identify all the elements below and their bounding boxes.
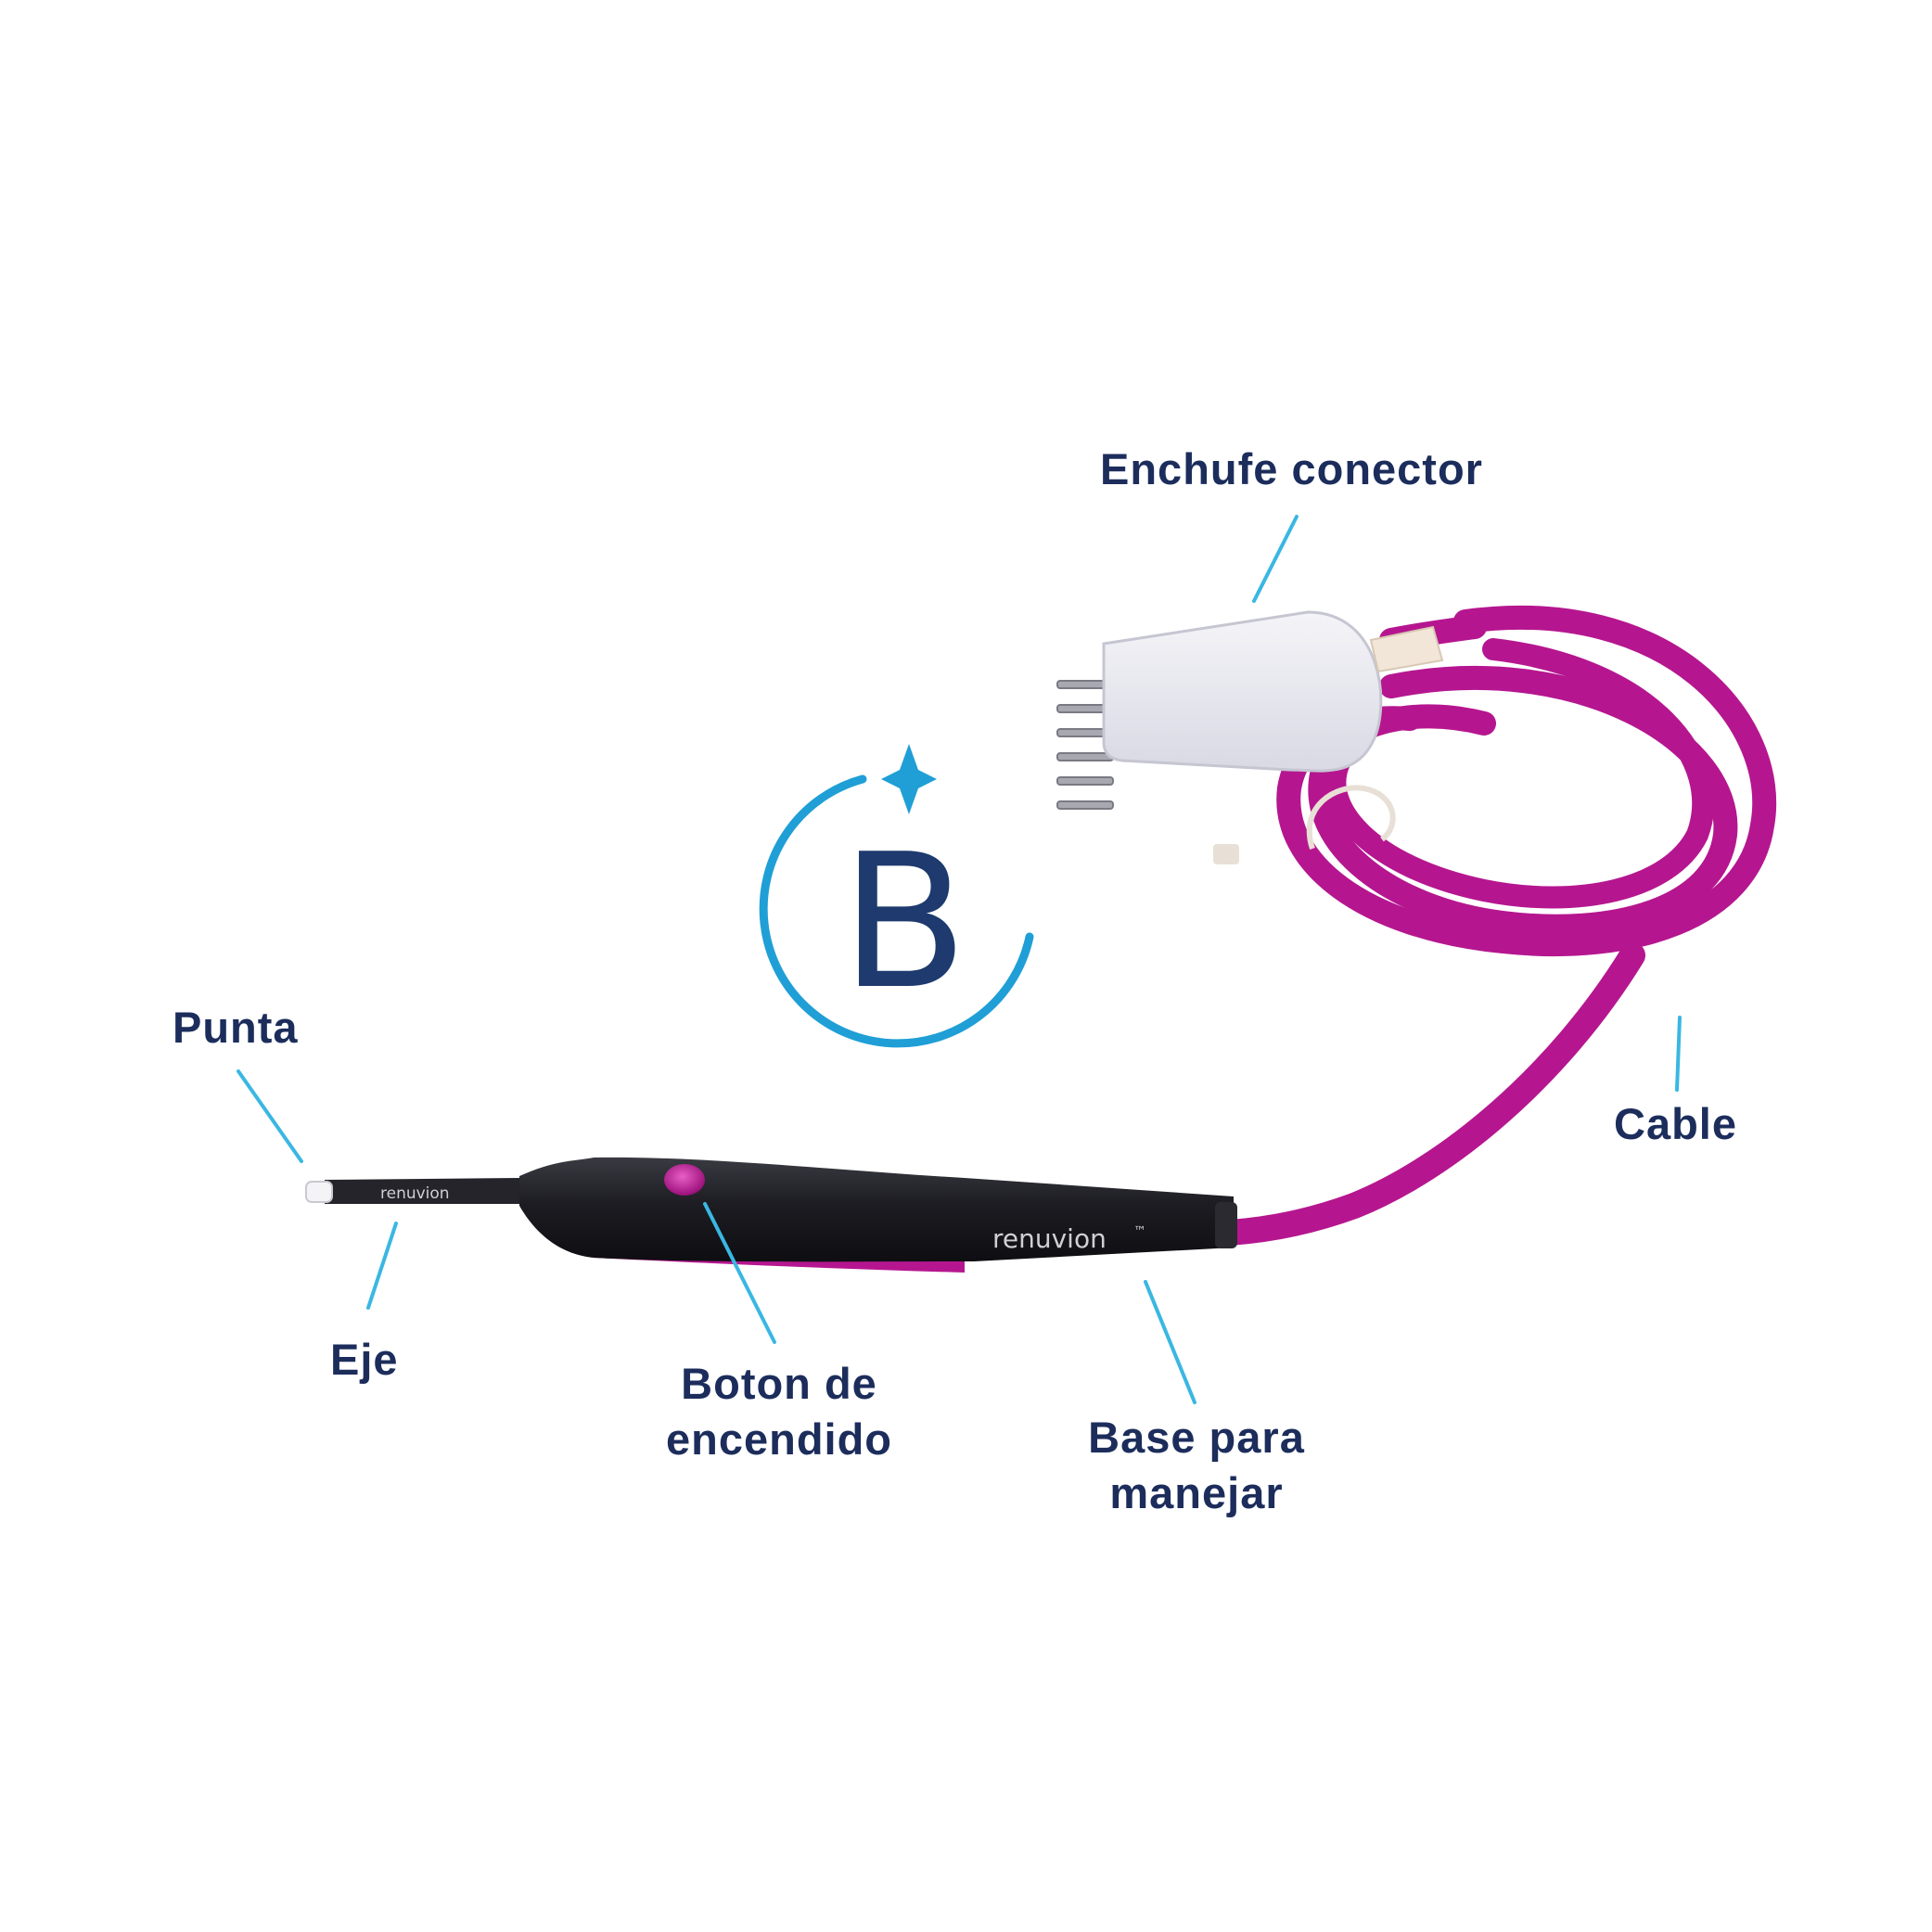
shaft-assembly: renuvion <box>305 1178 519 1204</box>
connector-plug <box>1056 610 1444 864</box>
leader-tip <box>237 1069 303 1163</box>
leader-handle-base <box>1144 1280 1196 1404</box>
cable-coil-inner <box>1324 638 1715 909</box>
label-handle-base-line-2: manejar <box>1109 1468 1284 1517</box>
label-shaft: Eje <box>330 1335 399 1384</box>
label-handle-base: Base para manejar <box>1067 1410 1326 1521</box>
cable-run-to-handle <box>1202 942 1645 1247</box>
label-connector: Enchufe conector <box>1100 444 1483 493</box>
handle-brand-text: renuvion <box>992 1223 1107 1254</box>
cable-tie-head <box>1213 844 1239 864</box>
leader-cable <box>1675 1016 1682 1092</box>
label-power-button-line-1: Boton de <box>681 1359 877 1408</box>
tip <box>305 1181 333 1203</box>
logo-swoosh <box>759 774 1034 1048</box>
handle-rear-cap <box>1215 1202 1237 1248</box>
plug-body <box>1102 610 1383 773</box>
logo-star-icon <box>881 744 937 814</box>
logo-letter: B <box>840 814 967 1030</box>
label-tip: Punta <box>173 1003 299 1052</box>
shaft <box>325 1178 519 1204</box>
label-power-button: Boton de encendido <box>649 1356 909 1467</box>
label-cable: Cable <box>1614 1099 1737 1148</box>
plug-strain-relief <box>1369 625 1444 673</box>
leader-shaft <box>366 1222 398 1310</box>
cable-coil-outer <box>1276 605 1777 957</box>
leader-power-button <box>703 1202 776 1344</box>
handle-trademark: ™ <box>1133 1224 1146 1239</box>
logo: B <box>759 744 1034 1048</box>
handle-body <box>519 1157 1234 1262</box>
leader-lines <box>237 515 1682 1404</box>
power-button <box>664 1164 705 1196</box>
shaft-brand-text: renuvion <box>380 1184 450 1203</box>
handle: renuvion ™ <box>519 1157 1237 1273</box>
cable-tie <box>1306 785 1396 850</box>
leader-connector <box>1252 515 1299 603</box>
label-handle-base-line-1: Base para <box>1088 1413 1305 1462</box>
label-power-button-line-2: encendido <box>665 1414 893 1464</box>
